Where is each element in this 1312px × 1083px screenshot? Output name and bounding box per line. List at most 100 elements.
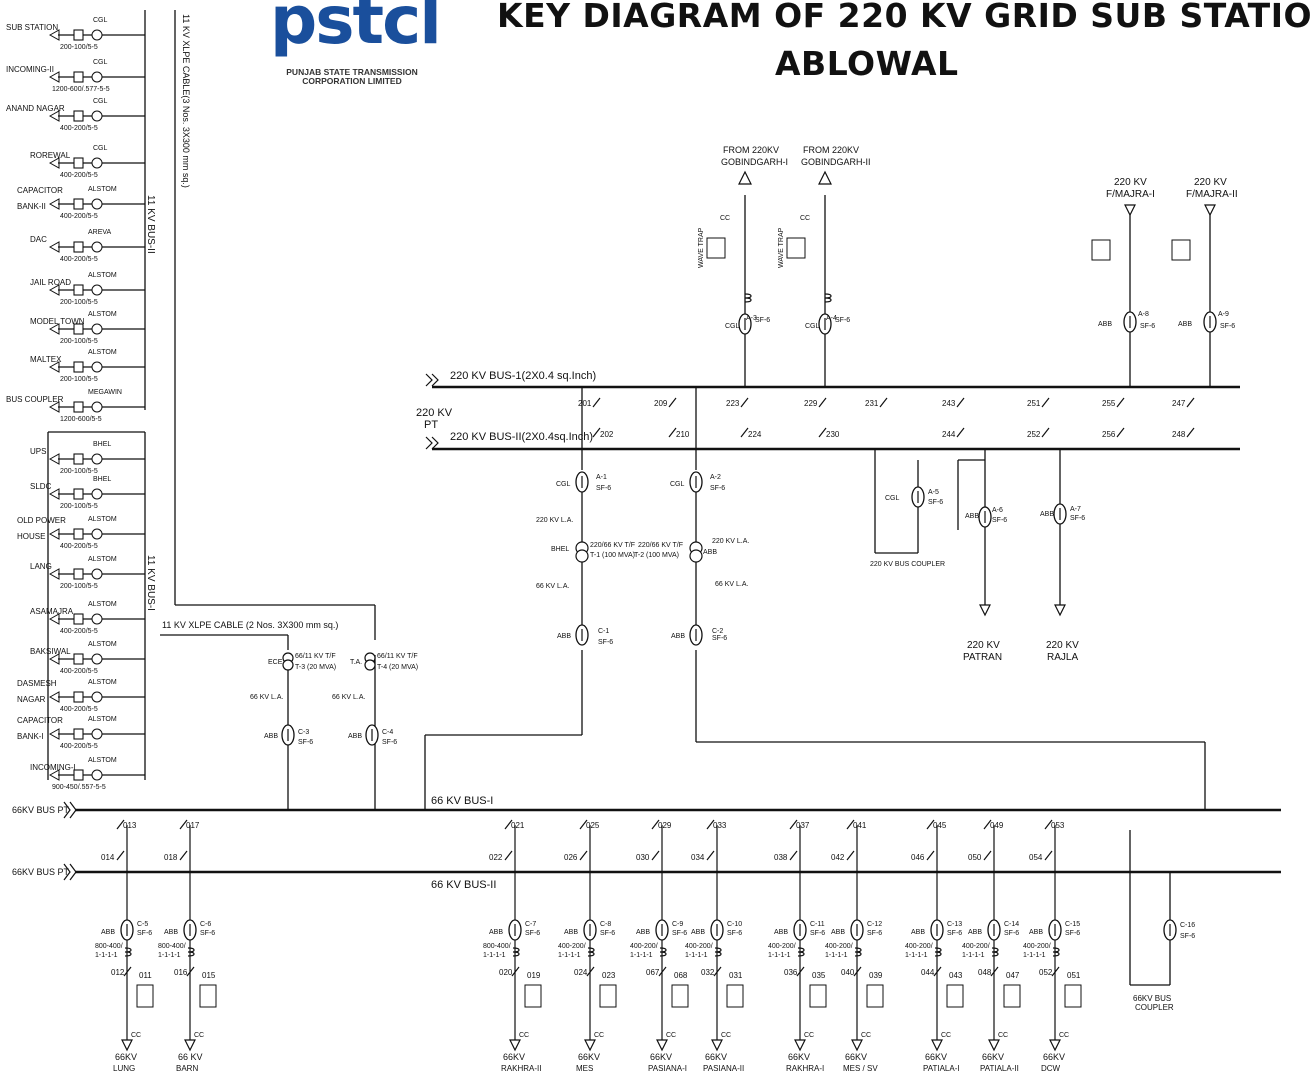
feeder-arrow-icon <box>979 604 991 617</box>
earth-switch-number: 023 <box>602 971 616 980</box>
isolator-220kv-number: 224 <box>748 430 762 439</box>
bus-66kv-isolator <box>789 819 798 830</box>
earth-switch-number: 031 <box>729 971 743 980</box>
breaker-id: A-3 <box>746 315 757 322</box>
breaker-sf6-label: SF-6 <box>835 317 850 324</box>
feeder-11kv-ct-ratio: 900-450/.557-5-5 <box>52 784 106 791</box>
current-transformer <box>744 293 752 303</box>
ct-ratio-label: 400-200/ <box>558 943 586 950</box>
bus-220kv-2-label: 220 KV BUS-II(2X0.4sq.Inch) <box>450 431 593 443</box>
feeder-11kv-make: ALSTOM <box>88 556 117 563</box>
isolator-220kv-number: 243 <box>942 399 956 408</box>
bus-220kv-isolator <box>1186 397 1195 408</box>
single-line-diagram: SUB STATIONCGL200-100/5-5INCOMING-IICGL1… <box>6 10 1281 1073</box>
feeder-11kv-make: CGL <box>93 98 108 105</box>
incoming-arrow-icon <box>738 170 752 185</box>
isolator-66kv-number: 044 <box>921 968 935 977</box>
power-transformer-icon <box>575 549 589 563</box>
isolator-220kv-number: 251 <box>1027 399 1041 408</box>
bus-66kv-isolator <box>504 850 513 861</box>
breaker-sf6-label: SF-6 <box>672 930 687 937</box>
feeder-11kv-ct-ratio: 200-100/5-5 <box>60 338 98 345</box>
breaker-sf6-label: SF-6 <box>525 930 540 937</box>
feeder-11kv-name: NAGAR <box>17 695 46 704</box>
feeder-66kv-name: 66KV <box>1043 1052 1065 1062</box>
line-isolator <box>658 966 667 977</box>
feeder-11kv-name: BUS COUPLER <box>6 395 64 404</box>
feeder-arrow-icon <box>656 1039 668 1052</box>
feeder-arrow-icon <box>1049 1039 1061 1052</box>
feeder-11kv-make: BHEL <box>93 476 111 483</box>
feeder-11kv-name: INCOMING-I <box>30 763 76 772</box>
bus-220kv-isolator <box>818 427 827 438</box>
wave-trap-icon <box>1091 239 1111 261</box>
feeder-11kv-breaker <box>73 157 84 169</box>
isolator-220kv-number: 210 <box>676 430 690 439</box>
feeder-66kv-name: PASIANA-I <box>648 1064 687 1073</box>
isolator-220kv-number: 247 <box>1172 399 1186 408</box>
incoming-220kv-name: GOBINDGARH-II <box>801 157 871 167</box>
isolator-66kv-number: 024 <box>574 968 588 977</box>
feeder-11kv-ct-icon <box>91 401 103 413</box>
current-transformer <box>187 947 195 957</box>
breaker-make-label: ABB <box>348 733 362 740</box>
bus-66kv-isolator <box>504 819 513 830</box>
current-transformer <box>1052 947 1060 957</box>
breaker-id: A-5 <box>928 489 939 496</box>
wave-trap-label: WAVE TRAP <box>778 227 785 268</box>
feeder-11kv-make: ALSTOM <box>88 641 117 648</box>
ct-ratio-label: 1-1-1-1 <box>95 952 118 959</box>
feeder-11kv-breaker <box>73 361 84 373</box>
transformer-label: 220/66 KV T/F <box>590 542 635 549</box>
ct-ratio-label: 1-1-1-1 <box>158 952 181 959</box>
feeder-11kv-ct-icon <box>91 528 103 540</box>
feeder-220kv-name: 220 KV <box>1046 640 1079 651</box>
feeder-11kv-ct-ratio: 200-100/5-5 <box>60 44 98 51</box>
isolator-66kv-number: 041 <box>853 821 867 830</box>
coupling-capacitor-label: CC <box>861 1032 871 1039</box>
breaker-make-label: CGL <box>885 495 900 502</box>
breaker-sf6-label: SF-6 <box>382 739 397 746</box>
isolator-66kv-number: 067 <box>646 968 660 977</box>
wave-trap-icon <box>524 984 542 1008</box>
isolator-66kv-number: 025 <box>586 821 600 830</box>
incoming-220kv-name: 220 KV <box>1194 177 1227 188</box>
transformer-label: 66/11 KV T/F <box>377 653 418 660</box>
breaker-make-label: ABB <box>1178 321 1192 328</box>
bus-66kv-isolator <box>1044 850 1053 861</box>
feeder-11kv-ct-icon <box>91 284 103 296</box>
feeder-arrow-icon <box>711 1039 723 1052</box>
breaker-sf6-label: SF-6 <box>298 739 313 746</box>
feeder-11kv-ct-icon <box>91 110 103 122</box>
feeder-11kv-make: ALSTOM <box>88 679 117 686</box>
breaker-sf6-label: SF-6 <box>1065 930 1080 937</box>
feeder-arrow-icon <box>931 1039 943 1052</box>
isolator-220kv-number: 209 <box>654 399 668 408</box>
feeder-arrow-icon <box>121 1039 133 1052</box>
isolator-66kv-number: 021 <box>511 821 525 830</box>
isolator-66kv-number: 032 <box>701 968 715 977</box>
bus-11kv-i-label: 11 KV BUS-I <box>145 555 156 611</box>
bus-220kv-isolator <box>592 397 601 408</box>
isolator-66kv-number: 017 <box>186 821 200 830</box>
breaker-make-label: ABB <box>911 929 925 936</box>
feeder-11kv-breaker <box>73 110 84 122</box>
lightning-arrester-label: 220 KV L.A. <box>712 538 749 545</box>
feeder-11kv-ct-icon <box>91 691 103 703</box>
breaker-id: A-2 <box>710 474 721 481</box>
coupling-capacitor-label: CC <box>721 1032 731 1039</box>
coupling-capacitor-label: CC <box>720 215 730 222</box>
feeder-11kv-ct-ratio: 400-200/5-5 <box>60 172 98 179</box>
logo-subtitle: PUNJAB STATE TRANSMISSION CORPORATION LI… <box>282 68 422 86</box>
feeder-11kv-breaker <box>73 453 84 465</box>
lightning-arrester-label: 66 KV L.A. <box>250 694 284 701</box>
feeder-11kv-ct-icon <box>91 653 103 665</box>
feeder-11kv-breaker <box>73 401 84 413</box>
bus-220kv-isolator <box>740 427 749 438</box>
feeder-11kv-ct-ratio: 1200-600/5-5 <box>60 416 102 423</box>
breaker-make-label: ABB <box>671 633 685 640</box>
feeder-11kv-ct-icon <box>91 241 103 253</box>
incoming-220kv-name: F/MAJRA-I <box>1106 189 1155 200</box>
bus-coupler-66kv-label: 66KV BUS <box>1133 994 1171 1003</box>
bus-66kv-isolator <box>651 850 660 861</box>
